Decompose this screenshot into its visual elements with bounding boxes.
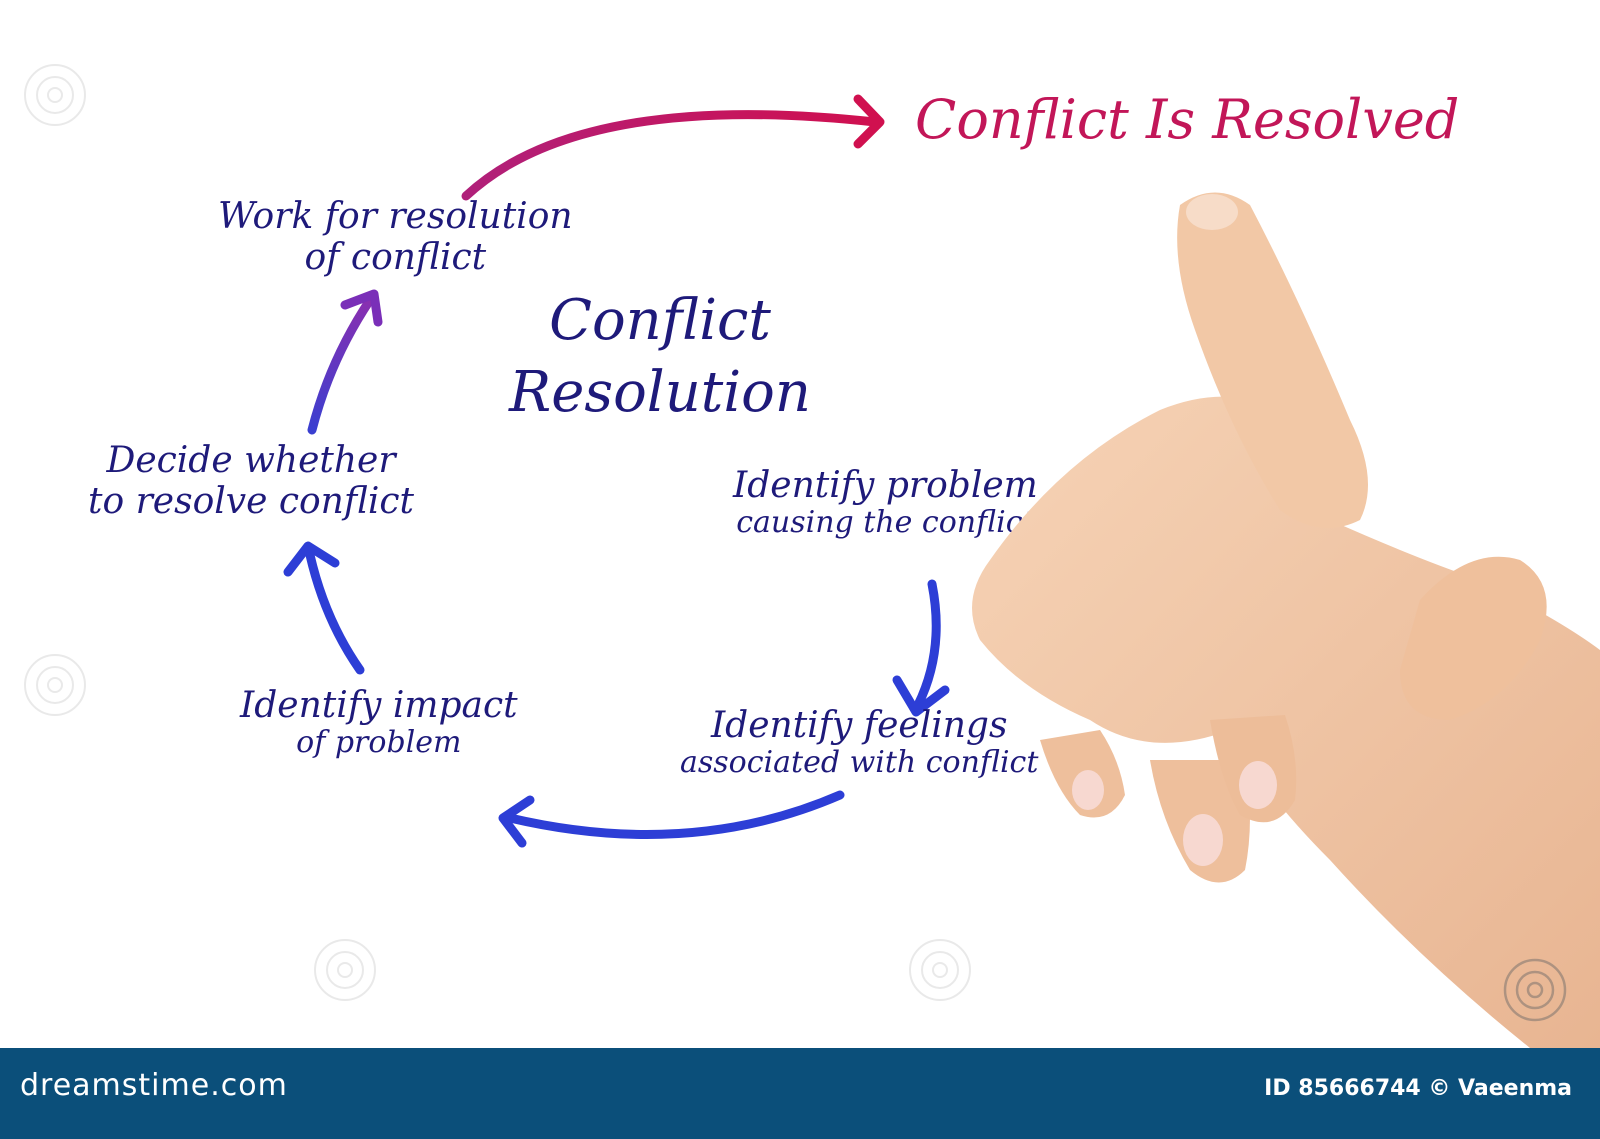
arrow-work-to-resolved	[461, 110, 880, 201]
step-5-line-1: Work for resolution	[218, 196, 573, 237]
step-1-line-1: Identify problem	[733, 465, 1038, 506]
step-3-line-1: Identify impact	[240, 685, 518, 726]
watermark-swirl-icon	[24, 654, 86, 716]
step-identify-problem: Identify problem causing the conflict	[733, 465, 1038, 541]
arrowhead-feelings-to-impact	[498, 795, 535, 848]
step-3-line-2: of problem	[296, 725, 462, 761]
watermark-swirl-icon	[909, 939, 971, 1001]
footer-brand: dreamstime.com	[20, 1068, 288, 1103]
hand-nail	[1072, 770, 1104, 810]
arrowhead-decide-to-work	[340, 289, 383, 327]
hand-index-finger	[1177, 192, 1368, 528]
step-1-line-2: causing the conflict	[736, 505, 1035, 541]
step-2-line-1: Identify feelings	[710, 705, 1008, 746]
hand-nail	[1183, 814, 1223, 866]
watermark-swirl-icon	[1503, 958, 1567, 1022]
arrowhead-impact-to-decide	[283, 541, 340, 577]
diagram-title: Conflict Resolution	[440, 285, 880, 428]
step-2-line-2: associated with conflict	[680, 745, 1039, 781]
outcome-label: Conflict Is Resolved	[915, 88, 1460, 151]
title-line-2: Resolution	[509, 359, 811, 425]
arrow-problem-to-feelings	[913, 579, 941, 710]
arrow-decide-to-work	[307, 295, 375, 435]
step-5-line-2: of conflict	[304, 237, 487, 279]
title-line-1: Conflict	[549, 288, 771, 353]
watermark-swirl-icon	[24, 64, 86, 126]
footer-bar: dreamstime.com ID 85666744 © Vaeenma	[0, 1048, 1600, 1139]
step-decide-whether: Decide whether to resolve conflict	[88, 440, 414, 523]
footer-credit: ID 85666744 © Vaeenma	[1264, 1076, 1572, 1101]
watermark-swirl-icon	[314, 939, 376, 1001]
step-identify-feelings: Identify feelings associated with confli…	[680, 705, 1038, 781]
arrow-feelings-to-impact	[505, 790, 845, 839]
step-work-for-resolution: Work for resolution of conflict	[218, 196, 573, 279]
arrowhead-work-to-resolved	[853, 94, 885, 149]
hand-thumb	[1400, 556, 1547, 720]
arrow-impact-to-decide	[305, 550, 365, 675]
step-4-line-1: Decide whether	[106, 440, 396, 481]
step-4-line-2: to resolve conflict	[88, 481, 415, 523]
hand-nail	[1239, 761, 1277, 809]
step-identify-impact: Identify impact of problem	[240, 685, 518, 761]
arrowhead-problem-to-feelings	[892, 675, 950, 717]
hand-nail	[1186, 194, 1238, 230]
